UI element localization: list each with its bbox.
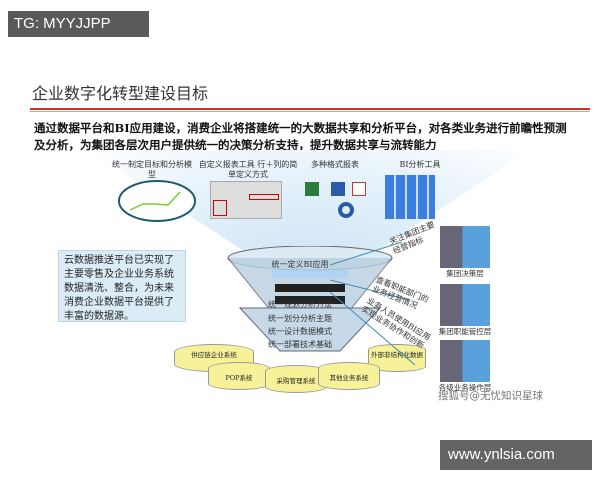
- user-label: 各级业务操作层: [438, 383, 492, 392]
- excel-icon: [305, 182, 319, 196]
- tool-label: 自定义报表工具 行＋列的简单定义方式: [198, 160, 298, 179]
- funnel-layer: 统一部署技术基础: [268, 340, 332, 349]
- refresh-icon: [338, 202, 354, 218]
- funnel-layer: 统一设计数据模式: [268, 327, 332, 336]
- arrows: [330, 241, 416, 366]
- funnel-layer: 统一划分分析主题: [268, 314, 332, 323]
- site-watermark: www.ynlsia.com: [440, 440, 592, 470]
- system-cylinder: POP系统: [208, 362, 270, 390]
- olap-cube-icon: [385, 175, 435, 219]
- sohu-watermark: 搜狐号@无忧知识星球: [438, 390, 543, 402]
- funnel-layer: 统一定义BI应用: [271, 260, 329, 269]
- tag-label: TG: MYYJJPP: [8, 11, 149, 37]
- word-icon: [331, 182, 345, 196]
- funnel: [227, 246, 393, 352]
- report-thumbnail: [210, 181, 282, 219]
- user-label: 集团决策层: [446, 269, 484, 278]
- user-label: 集团职能管控层: [438, 327, 492, 336]
- intro-paragraph: 通过数据平台和BI应用建设，消费企业将搭建统一的大数据共享和分析平台，对各类业务…: [34, 121, 567, 152]
- page-title: 企业数字化转型建设目标: [32, 84, 209, 103]
- user-at-computer-icon: [440, 226, 490, 268]
- line-chart-icon: [118, 180, 196, 222]
- user-at-computer-icon: [440, 284, 490, 326]
- user-at-computer-icon: [440, 340, 490, 382]
- pdf-icon: [352, 182, 366, 196]
- funnel-layer: 统一规划分析方法: [268, 300, 332, 309]
- tool-label: BI分析工具: [399, 160, 441, 169]
- data-source-note: 云数据推送平台已实现了主要零售及企业业务系统数据清洗、整合，为未来消费企业数据平…: [58, 250, 186, 322]
- tool-label: 多种格式报表: [311, 160, 359, 169]
- system-cylinder: 采购管理系统: [265, 365, 327, 393]
- tool-label: 统一制定目标和分析模型: [112, 160, 192, 179]
- system-cylinder: 其他业务系统: [318, 362, 380, 390]
- title-divider-thin: [30, 111, 590, 112]
- title-divider: [30, 108, 590, 110]
